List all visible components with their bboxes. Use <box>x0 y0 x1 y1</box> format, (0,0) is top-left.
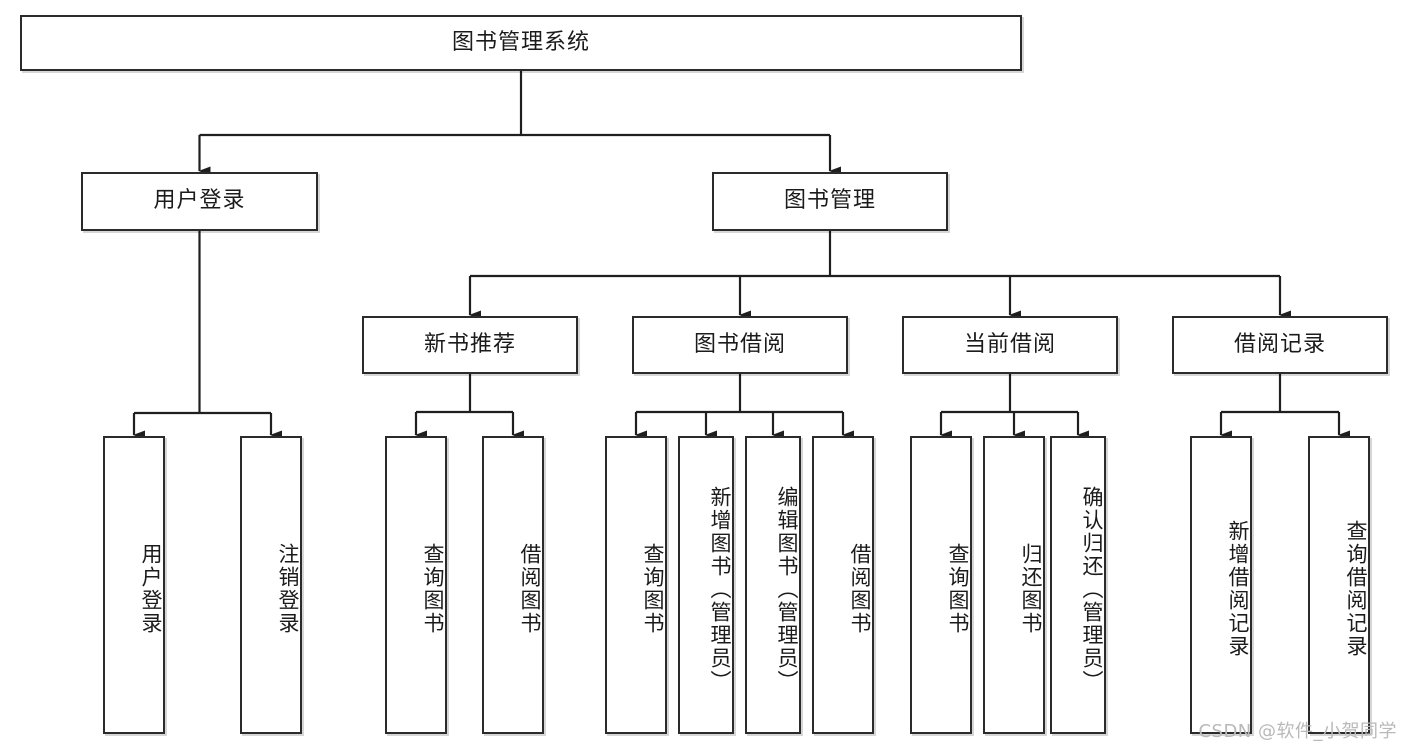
leaf-query-book-recommendation[interactable]: 查询图书 <box>385 436 447 734</box>
leaf-return-book[interactable]: 归还图书 <box>983 436 1045 734</box>
node-borrow-record[interactable]: 借阅记录 <box>1172 316 1388 374</box>
leaf-logout-label: 注销登录 <box>276 543 300 635</box>
watermark: CSDN @软件_小贺同学 <box>1198 721 1397 742</box>
leaf-return-book-label: 归还图书 <box>1019 543 1043 635</box>
leaf-add-borrow-record-label: 新增借阅记录 <box>1226 520 1250 658</box>
leaf-query-book-recommendation-label: 查询图书 <box>421 543 445 635</box>
node-current-borrow-label: 当前借阅 <box>963 331 1056 357</box>
leaf-logout[interactable]: 注销登录 <box>240 436 302 734</box>
leaf-confirm-return-admin[interactable]: 确认归还（管理员） <box>1050 436 1106 734</box>
node-user-login-label: 用户登录 <box>153 188 246 214</box>
leaf-user-login[interactable]: 用户登录 <box>103 436 165 734</box>
leaf-edit-book-admin-label: 编辑图书（管理员） <box>775 485 799 693</box>
leaf-add-book-admin-label: 新增图书（管理员） <box>708 485 732 693</box>
node-book-manage-label: 图书管理 <box>783 188 876 214</box>
node-current-borrow[interactable]: 当前借阅 <box>902 316 1118 374</box>
node-book-manage[interactable]: 图书管理 <box>712 172 948 231</box>
node-borrow-record-label: 借阅记录 <box>1233 331 1326 357</box>
node-new-book-recommendation-label: 新书推荐 <box>423 331 516 357</box>
leaf-edit-book-admin[interactable]: 编辑图书（管理员） <box>745 436 801 734</box>
leaf-borrow-book[interactable]: 借阅图书 <box>812 436 874 734</box>
node-root-label: 图书管理系统 <box>451 29 590 55</box>
leaf-query-book-current[interactable]: 查询图书 <box>910 436 972 734</box>
leaf-add-book-admin[interactable]: 新增图书（管理员） <box>678 436 734 734</box>
leaf-user-login-label: 用户登录 <box>139 543 163 635</box>
leaf-query-book-borrow-label: 查询图书 <box>641 543 665 635</box>
leaf-query-borrow-record-label: 查询借阅记录 <box>1344 520 1368 658</box>
leaf-add-borrow-record[interactable]: 新增借阅记录 <box>1190 436 1252 734</box>
node-book-borrow[interactable]: 图书借阅 <box>632 316 848 374</box>
leaf-query-book-borrow[interactable]: 查询图书 <box>605 436 667 734</box>
leaf-borrow-book-label: 借阅图书 <box>848 543 872 635</box>
leaf-borrow-book-recommendation-label: 借阅图书 <box>518 543 542 635</box>
node-new-book-recommendation[interactable]: 新书推荐 <box>362 316 578 374</box>
node-root[interactable]: 图书管理系统 <box>20 15 1022 71</box>
leaf-borrow-book-recommendation[interactable]: 借阅图书 <box>482 436 544 734</box>
node-book-borrow-label: 图书借阅 <box>693 331 786 357</box>
leaf-query-borrow-record[interactable]: 查询借阅记录 <box>1308 436 1370 734</box>
leaf-confirm-return-admin-label: 确认归还（管理员） <box>1080 485 1104 693</box>
node-user-login[interactable]: 用户登录 <box>81 172 318 231</box>
leaf-query-book-current-label: 查询图书 <box>946 543 970 635</box>
